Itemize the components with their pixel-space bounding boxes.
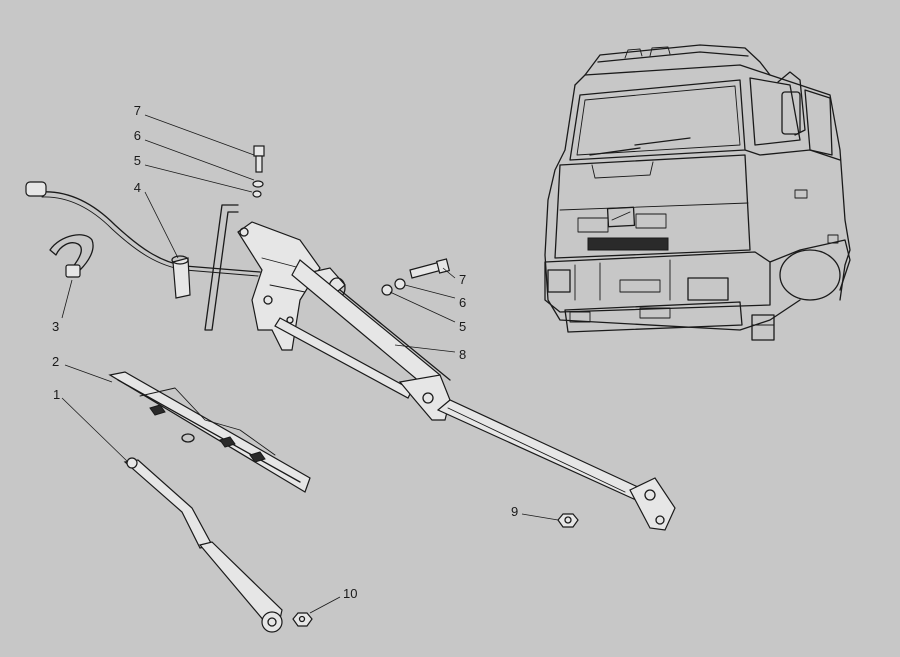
callout-4: 4 — [134, 180, 141, 195]
callout-9: 9 — [511, 504, 518, 519]
part-5-nut-right — [381, 284, 393, 296]
callout-6-right: 6 — [459, 295, 466, 310]
callout-2: 2 — [52, 354, 59, 369]
callout-5-right: 5 — [459, 319, 466, 334]
callout-8: 8 — [459, 347, 466, 362]
truck-cab-illustration — [544, 44, 851, 341]
part-10-nut — [292, 612, 313, 627]
part-1-wiper-arm — [123, 457, 283, 633]
part-9-nut — [557, 513, 579, 528]
l-shaped-rod — [204, 204, 239, 331]
callout-5-upper: 5 — [134, 153, 141, 168]
callout-10: 10 — [343, 586, 357, 601]
washer-hose — [25, 181, 261, 277]
leader-lines — [61, 114, 559, 614]
callout-7-right: 7 — [459, 272, 466, 287]
callout-1: 1 — [53, 387, 60, 402]
part-7-bolt-right — [409, 258, 451, 279]
part-3-clip — [49, 234, 94, 278]
part-4-sleeve — [171, 255, 191, 299]
part-6-washer-upper — [252, 180, 264, 188]
part-8-wiper-motor-linkage — [237, 221, 676, 531]
part-6-washer-right — [394, 278, 406, 290]
callout-labels: 7 6 5 4 3 2 1 7 6 5 8 9 10 — [52, 103, 518, 601]
callout-6-upper: 6 — [134, 128, 141, 143]
part-7-bolt-upper — [253, 145, 265, 173]
callout-7-upper: 7 — [134, 103, 141, 118]
part-5-nut-upper — [252, 190, 262, 198]
callout-3: 3 — [52, 319, 59, 334]
part-2-wiper-blade — [108, 371, 311, 493]
